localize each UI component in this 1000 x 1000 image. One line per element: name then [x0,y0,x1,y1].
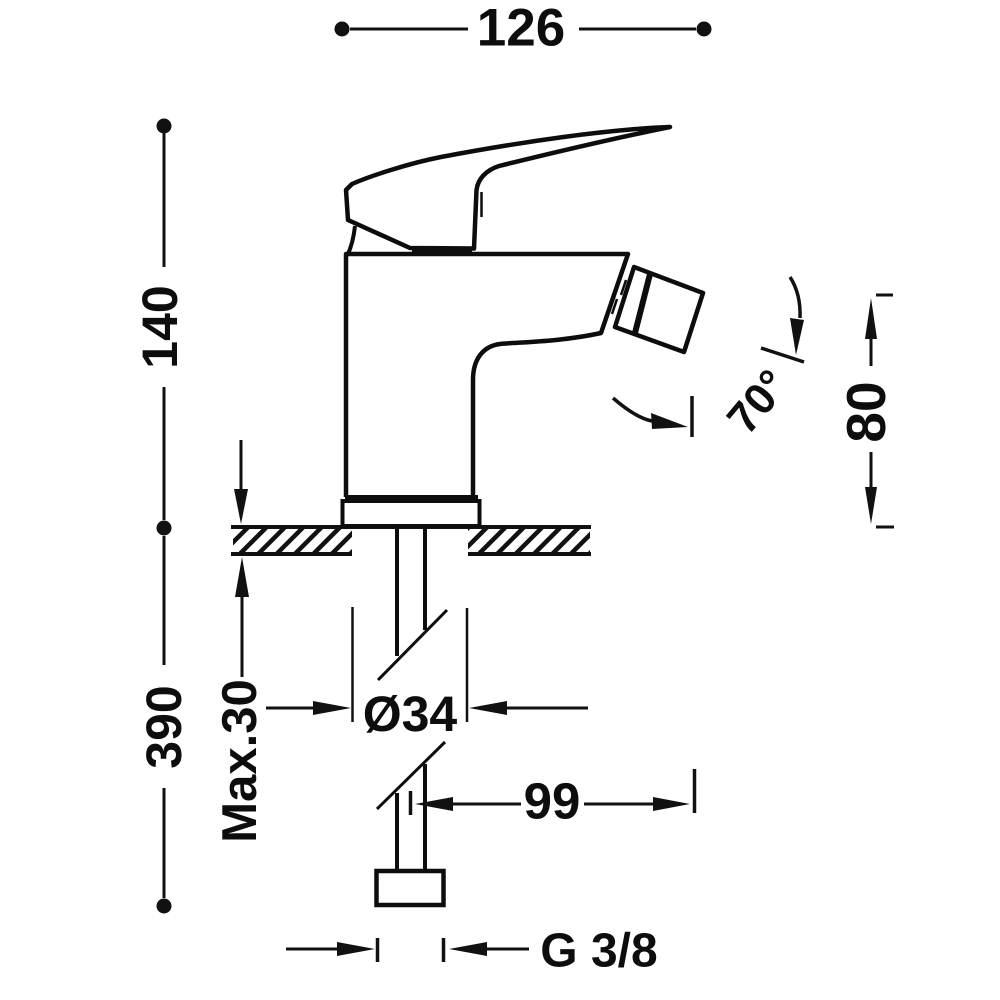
svg-text:99: 99 [524,773,581,830]
svg-text:80: 80 [835,381,897,442]
svg-text:390: 390 [136,685,192,768]
svg-text:140: 140 [132,285,188,368]
svg-text:Max.30: Max.30 [213,679,267,842]
svg-text:126: 126 [477,0,565,58]
svg-text:Ø34: Ø34 [363,686,458,742]
svg-text:G 3/8: G 3/8 [540,925,657,978]
